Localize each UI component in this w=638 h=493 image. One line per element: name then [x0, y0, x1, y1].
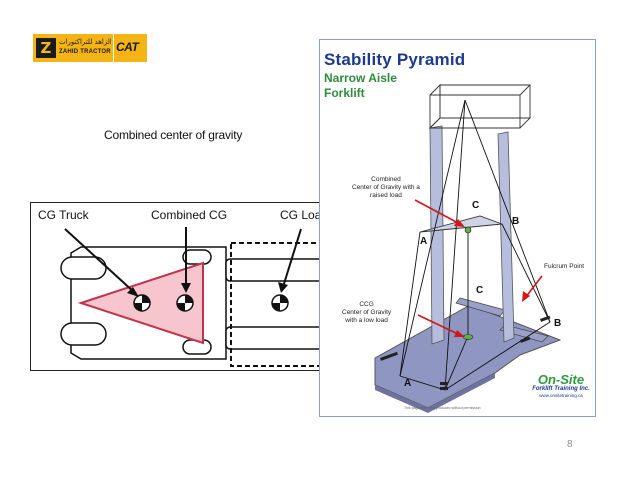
combined-cg-dot [464, 226, 472, 234]
forklift-pyramid-graphic [374, 83, 562, 413]
label-a-upper: A [420, 236, 428, 247]
label-c-upper: C [472, 200, 480, 211]
cg-load-marker [271, 294, 289, 312]
company-logo: Z مجموعة الزاهد للتراكتورات ZAHID TRACTO… [33, 34, 147, 62]
red-arrows [414, 199, 543, 337]
logo-brand-text: CAT [116, 40, 139, 54]
forklift-base-edge [375, 373, 495, 413]
combined-annotation-line-3: raised load [370, 192, 402, 199]
poster-title: Stability Pyramid [324, 50, 466, 69]
onsite-brand-tagline: Forklift Training Inc. [532, 386, 590, 392]
zahid-z-mark: Z [36, 38, 56, 58]
fulcrum-point-label: Fulcrum Point [544, 263, 585, 270]
cg-load-label: CG Load [280, 208, 329, 222]
logo-arabic-text: مجموعة الزاهد للتراكتورات [59, 38, 111, 46]
ccg-annotation-line-2: Center of Gravity [342, 309, 392, 316]
zahid-logo: Z مجموعة الزاهد للتراكتورات ZAHID TRACTO… [33, 34, 113, 62]
onsite-brand-url: www.onsitetraining.ca [539, 393, 583, 398]
combined-cg-marker [176, 294, 194, 312]
ccg-annotation-line-1: CCG [359, 301, 374, 308]
mast-left-post [429, 125, 445, 345]
label-arrows [64, 227, 302, 297]
label-b-upper: B [512, 216, 520, 227]
mast-right-post [497, 131, 515, 343]
cat-logo: CAT [114, 34, 147, 62]
ccg-annotation-line-3: with a low load [345, 317, 388, 324]
stability-pyramid-poster: Stability Pyramid Narrow Aisle Forklift … [319, 39, 596, 417]
slide-caption: Combined center of gravity [104, 128, 243, 142]
poster-footer-note: This page may be reproduced without perm… [404, 406, 481, 410]
ccg-annotation: CCG Center of Gravity with a low load [342, 301, 391, 325]
forks [225, 258, 336, 350]
onsite-brand-name: On-Site [537, 372, 585, 387]
combined-annotation-line-1: Combined [371, 176, 401, 183]
combined-cg-annotation: Combined Center of Gravity with a raised… [352, 176, 420, 200]
label-a-lower: A [404, 378, 412, 389]
cg-truck-marker [133, 294, 151, 312]
cg-truck-label: CG Truck [38, 208, 89, 222]
combined-cg-diagram: CG Truck Combined CG CG Load [30, 202, 337, 371]
onsite-brand: On-Site Forklift Training Inc. www.onsit… [530, 373, 592, 399]
cg-diagram-graphic [60, 227, 336, 367]
label-b-lower: B [554, 318, 562, 329]
logo-company-text: ZAHID TRACTOR [59, 49, 111, 55]
combined-cg-label: Combined CG [151, 208, 228, 222]
floor-marks [380, 315, 551, 390]
combined-annotation-line-2: Center of Gravity with a [352, 184, 420, 191]
page-number: 8 [567, 439, 573, 450]
label-c-lower: C [476, 285, 484, 296]
poster-subtitle-1: Narrow Aisle [324, 71, 397, 85]
poster-subtitle-2: Forklift [324, 86, 365, 100]
raised-load-box [428, 83, 532, 130]
